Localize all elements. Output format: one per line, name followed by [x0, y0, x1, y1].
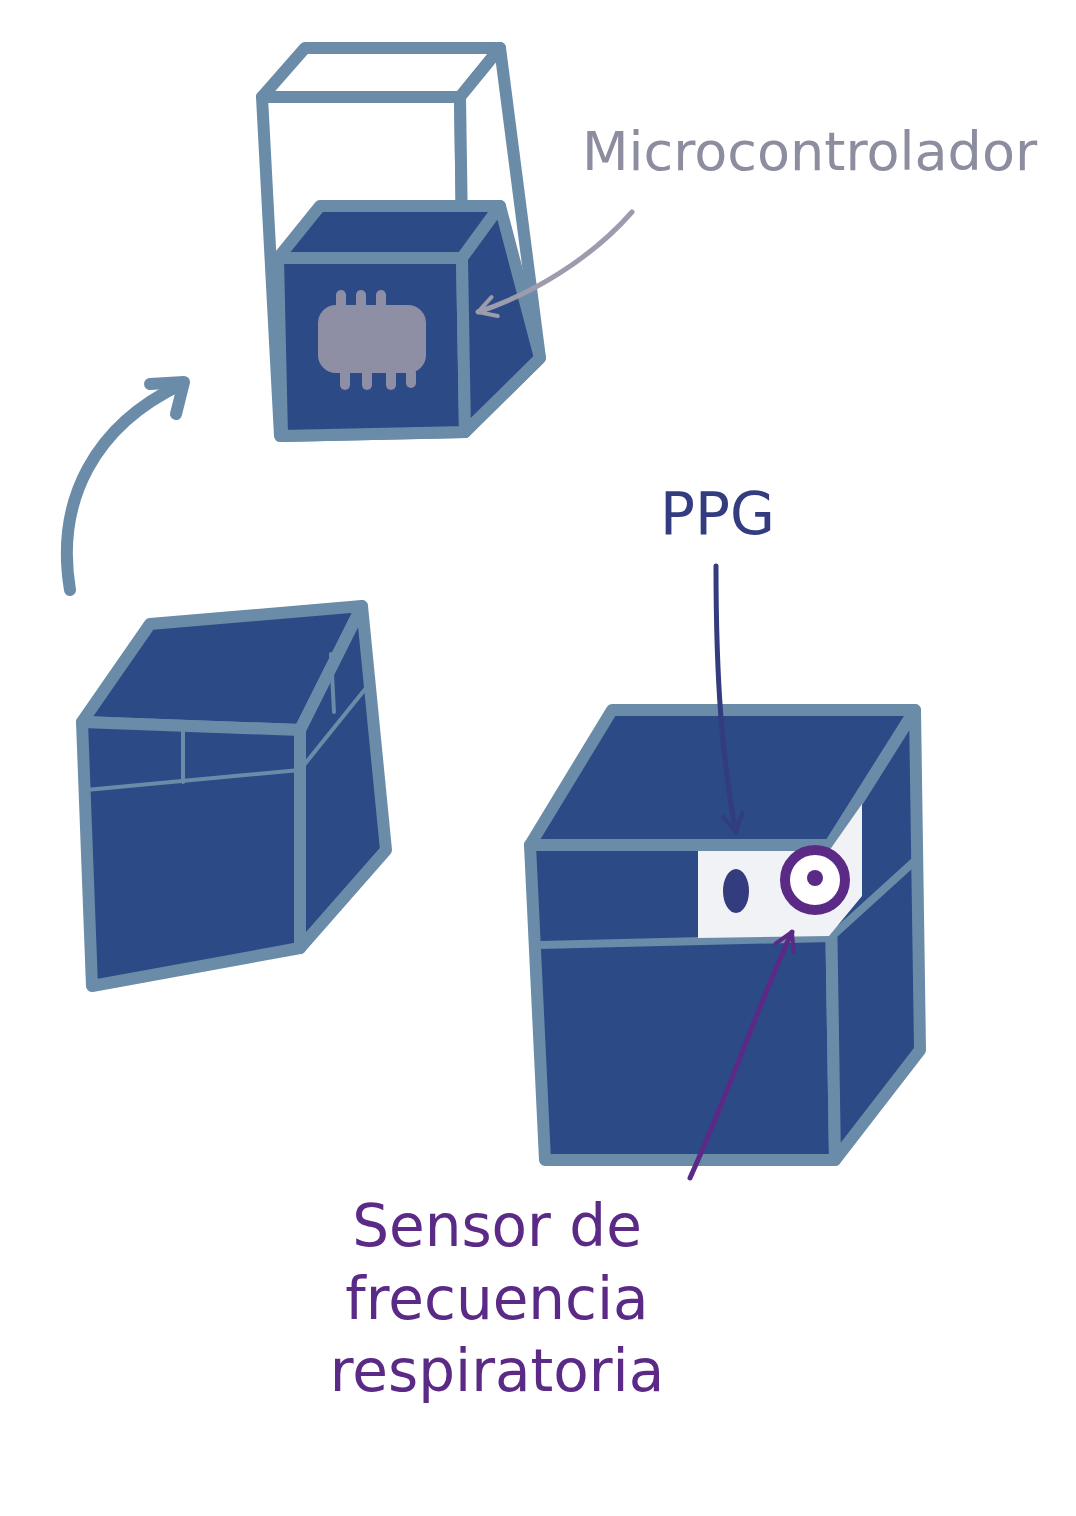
microcontroller-housing — [262, 48, 540, 436]
leader-line — [690, 932, 792, 1178]
leader-line — [716, 566, 736, 832]
part-label: Microcontrolador — [582, 118, 1052, 186]
respiratory-sensor — [785, 850, 845, 910]
respiratory-sensor-dot — [807, 870, 823, 886]
part-label: Sensor de frecuencia respiratoria — [262, 1190, 732, 1408]
part-label: PPG — [660, 478, 800, 551]
leader-line — [478, 212, 632, 312]
assembly-arrow — [67, 384, 182, 590]
chip-symbol — [318, 290, 426, 390]
assembly-arrowhead — [150, 382, 184, 414]
closed-cube — [82, 606, 386, 986]
ppg-sensor — [723, 869, 749, 913]
sensor-window — [698, 804, 862, 938]
lid-seam — [86, 654, 366, 790]
